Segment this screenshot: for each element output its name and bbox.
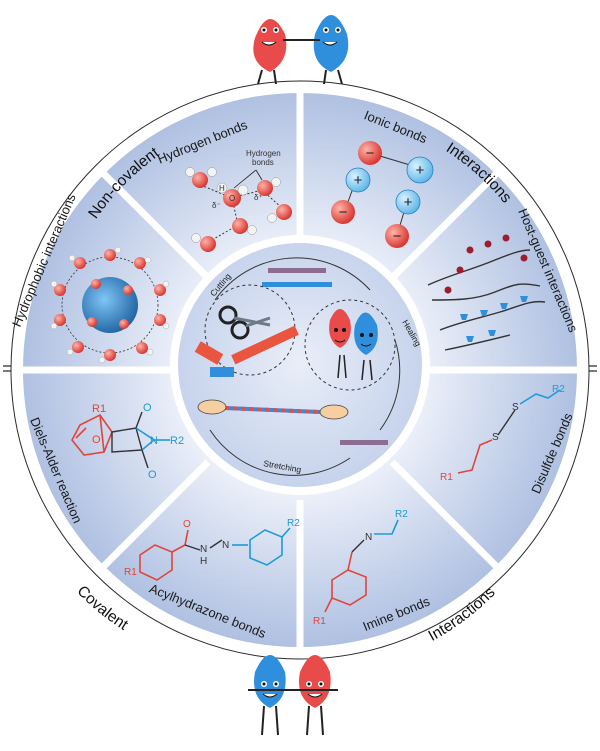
divider-top-right xyxy=(389,168,502,281)
segment-dividers xyxy=(18,88,582,652)
ion-negative xyxy=(358,141,382,165)
hydrogen-bond-illustration: O H δ⁻ δ⁺ Hydrogen bonds xyxy=(185,149,292,252)
oxygen-label: O xyxy=(229,194,235,203)
ion-negative-sign: − xyxy=(339,204,348,221)
center-hub xyxy=(178,243,422,487)
mascots-bottom xyxy=(248,655,338,736)
cut-piece xyxy=(194,341,224,365)
chem-s-label: S xyxy=(512,402,519,413)
chem-n-label: N xyxy=(150,435,158,447)
disulfide-illustration: R1 S S R2 xyxy=(440,384,565,483)
host-guest-illustration xyxy=(427,234,546,351)
divider-top-left xyxy=(98,168,211,281)
chem-r2-label: R2 xyxy=(170,435,184,447)
acylhydrazone-illustration: R1 O N H N R2 xyxy=(124,518,300,581)
delta-minus-label: δ⁻ xyxy=(212,201,221,210)
chem-n-label: N xyxy=(200,544,207,555)
cycle-arrow xyxy=(214,257,371,301)
chem-o-label: O xyxy=(143,402,152,414)
scissors-icon xyxy=(218,305,271,340)
wheel-rim xyxy=(17,87,583,653)
ion-negative-sign: − xyxy=(366,145,375,162)
ion-positive-sign: + xyxy=(416,162,425,179)
chem-r2-label: R2 xyxy=(287,518,300,529)
cut-piece-blue xyxy=(210,367,234,377)
outer-ring xyxy=(10,80,590,660)
chem-n-label: N xyxy=(365,532,372,543)
hydrogen-label: H xyxy=(219,184,225,193)
diels-alder-illustration: R1 O O O N R2 xyxy=(71,402,184,481)
polymer-strand-bottom xyxy=(340,440,388,445)
water-molecules xyxy=(185,167,292,252)
chem-o-label: O xyxy=(183,519,191,530)
mascot-red xyxy=(299,655,331,708)
imine-illustration: N R2 R1 xyxy=(313,509,408,627)
ion-positive-sign: + xyxy=(404,194,413,211)
chem-r1-label: R1 xyxy=(92,403,106,415)
delta-plus-label: δ⁺ xyxy=(254,193,263,202)
ion-positive xyxy=(345,167,371,193)
healing-zone xyxy=(304,299,396,391)
hydrophobic-illustration xyxy=(50,246,170,364)
cycle-arrow xyxy=(209,429,351,476)
mascots-top xyxy=(253,15,349,85)
hydrogen-annotation-1: Hydrogen xyxy=(246,149,281,158)
mascot-blue xyxy=(254,655,286,708)
ion-negative xyxy=(385,224,409,248)
chem-r2-label: R2 xyxy=(395,509,408,520)
chem-r1-label: R1 xyxy=(124,567,137,578)
cut-strand xyxy=(231,325,299,365)
annotation-arrow xyxy=(233,169,257,189)
stretching-strand xyxy=(197,399,349,420)
ionic-bond-illustration: − + + + − − xyxy=(331,141,434,248)
divider-bottom-left xyxy=(98,459,211,572)
chem-o-label: O xyxy=(148,469,157,481)
healing-mascots xyxy=(329,309,378,381)
chem-n-label: N xyxy=(222,540,229,551)
chem-s-label: S xyxy=(492,432,499,443)
ion-positive xyxy=(395,189,421,215)
chem-r2-label: R2 xyxy=(552,384,565,395)
hydrogen-annotation-2: bonds xyxy=(252,158,274,167)
ion-negative-sign: − xyxy=(393,228,402,245)
ion-positive xyxy=(406,156,434,184)
chem-r1-label: R1 xyxy=(440,472,453,483)
chem-o-label: O xyxy=(92,434,101,446)
cycle-arrow xyxy=(379,339,401,431)
chem-h-label: H xyxy=(200,556,207,567)
chem-r1-label: R1 xyxy=(313,616,326,627)
ion-negative xyxy=(331,200,355,224)
divider-bottom-right xyxy=(389,459,502,572)
polymer-strand-top xyxy=(262,268,332,287)
ion-positive-sign: + xyxy=(354,172,363,189)
